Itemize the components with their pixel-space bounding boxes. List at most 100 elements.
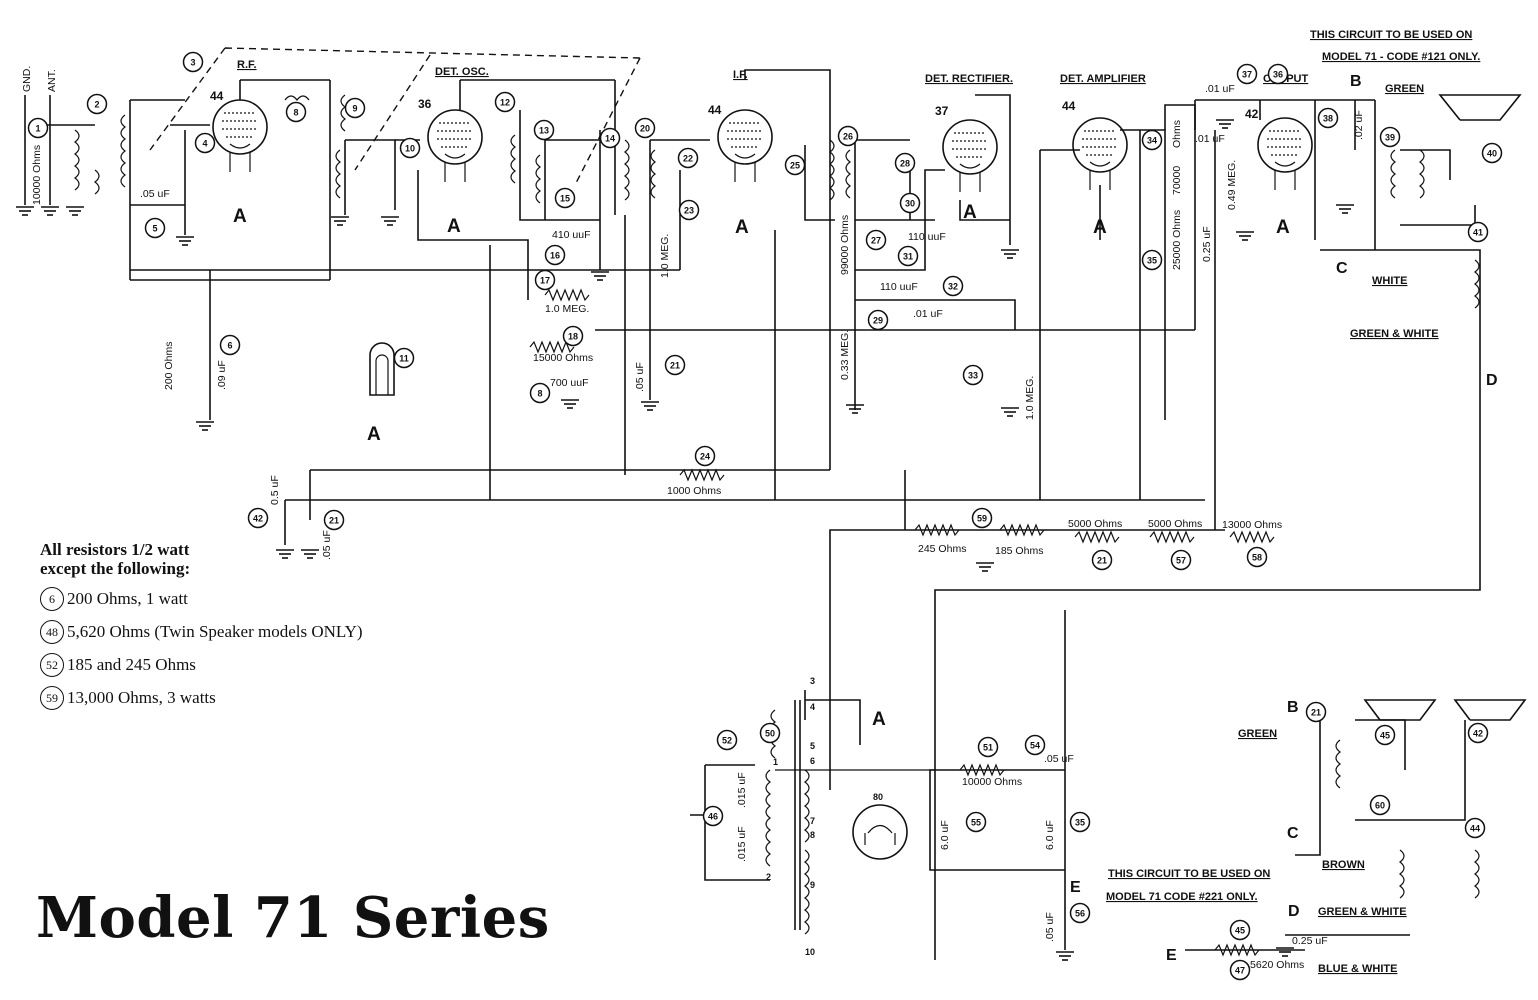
part-callout-33: 33: [962, 364, 984, 386]
callout-circle: [86, 93, 108, 115]
callout-circle: [677, 147, 699, 169]
part-callout-15: 15: [554, 187, 576, 209]
callout-number: 15: [560, 194, 570, 204]
callout-number: 5: [152, 224, 157, 234]
value-label: 245 Ohms: [918, 543, 966, 555]
callout-number: 1: [35, 124, 40, 134]
value-label: .05 uF: [634, 362, 646, 392]
callout-number: 12: [500, 98, 510, 108]
part-callout-23: 23: [678, 199, 700, 221]
callout-number: 27: [871, 236, 881, 246]
page-title: Model 71 Series: [36, 885, 550, 951]
pin-label: 4: [810, 702, 815, 712]
heater-label: A: [872, 709, 886, 730]
callout-circle: [247, 507, 269, 529]
part-callout-35: 35: [1141, 249, 1163, 271]
part-callout-28: 28: [894, 152, 916, 174]
note-number: 48: [40, 620, 64, 644]
callout-number: 14: [605, 134, 615, 144]
note-number: 59: [40, 686, 64, 710]
callout-number: 32: [948, 282, 958, 292]
value-label: 200 Ohms: [163, 342, 175, 390]
part-callout-10: 10: [399, 137, 421, 159]
part-callout-46: 46: [702, 805, 724, 827]
callout-circle: [965, 811, 987, 833]
value-label: 0.5 uF: [269, 475, 281, 505]
callout-number: 52: [722, 736, 732, 746]
part-callout-55: 55: [965, 811, 987, 833]
value-label: 10000 Ohms: [31, 145, 43, 205]
callout-circle: [494, 91, 516, 113]
part-callout-21: 21: [323, 509, 345, 531]
part-callout-42: 42: [1467, 722, 1489, 744]
heater-label: A: [367, 424, 381, 445]
value-label: 1000 Ohms: [667, 485, 721, 497]
part-callout-8: 8: [529, 382, 551, 404]
callout-circle: [899, 192, 921, 214]
part-callout-36: 36: [1267, 63, 1289, 85]
value-label: .05 uF: [1044, 912, 1056, 942]
callout-circle: [1464, 817, 1486, 839]
wire-color-label: BLUE & WHITE: [1318, 963, 1397, 975]
callout-circle: [27, 117, 49, 139]
callout-number: 47: [1235, 966, 1245, 976]
callout-circle: [1246, 546, 1268, 568]
callout-circle: [544, 244, 566, 266]
callout-number: 57: [1176, 556, 1186, 566]
part-callout-45: 45: [1374, 724, 1396, 746]
tube-label: 80: [873, 792, 883, 802]
part-callout-58: 58: [1246, 546, 1268, 568]
part-callout-11: 11: [393, 347, 415, 369]
callout-number: 11: [399, 354, 409, 364]
value-label: .05 uF: [140, 188, 170, 200]
callout-number: 28: [900, 159, 910, 169]
wire-color-label: GREEN & WHITE: [1350, 328, 1439, 340]
part-callout-29: 29: [867, 309, 889, 331]
callout-number: 9: [352, 104, 357, 114]
callout-circle: [1481, 142, 1503, 164]
callout-number: 46: [708, 812, 718, 822]
callout-circle: [144, 217, 166, 239]
point-label: C: [1287, 825, 1299, 842]
part-callout-39: 39: [1379, 126, 1401, 148]
value-label: 6.0 uF: [939, 820, 951, 850]
callout-number: 56: [1075, 909, 1085, 919]
callout-number: 41: [1473, 228, 1483, 238]
callout-number: 55: [971, 818, 981, 828]
callout-number: 35: [1147, 256, 1157, 266]
callout-circle: [897, 245, 919, 267]
callout-number: 39: [1385, 133, 1395, 143]
point-label: E: [1070, 879, 1081, 896]
callout-circle: [554, 187, 576, 209]
part-callout-57: 57: [1170, 549, 1192, 571]
pin-label: 9: [810, 880, 815, 890]
callout-number: 21: [329, 516, 339, 526]
callout-circle: [664, 354, 686, 376]
callout-circle: [529, 382, 551, 404]
callout-number: 45: [1235, 926, 1245, 936]
value-label: .05 uF: [321, 530, 333, 560]
callout-circle: [942, 275, 964, 297]
value-label: .01 uF: [913, 308, 943, 320]
part-callout-42: 42: [247, 507, 269, 529]
pin-label: 3: [810, 676, 815, 686]
value-label: 0.49 MEG.: [1226, 160, 1238, 210]
heater-label: A: [1276, 217, 1290, 238]
callout-number: 36: [1273, 70, 1283, 80]
wire-color-label: GREEN: [1238, 728, 1277, 740]
value-label: .05 uF: [1044, 753, 1074, 765]
part-callout-32: 32: [942, 275, 964, 297]
callout-number: 6: [227, 341, 232, 351]
value-label: 5000 Ohms: [1148, 518, 1202, 530]
vacuum-tubes: [212, 99, 1313, 860]
value-label: .01 uF: [1195, 133, 1225, 145]
callout-number: 26: [843, 132, 853, 142]
callout-circle: [1374, 724, 1396, 746]
value-label: 110 uuF: [908, 231, 946, 243]
value-label: .09 uF: [216, 360, 228, 390]
value-label: .02 uF: [1353, 110, 1365, 140]
part-callout-38: 38: [1317, 107, 1339, 129]
gnd-label: GND.: [21, 66, 33, 92]
wire-color-label: WHITE: [1372, 275, 1407, 287]
